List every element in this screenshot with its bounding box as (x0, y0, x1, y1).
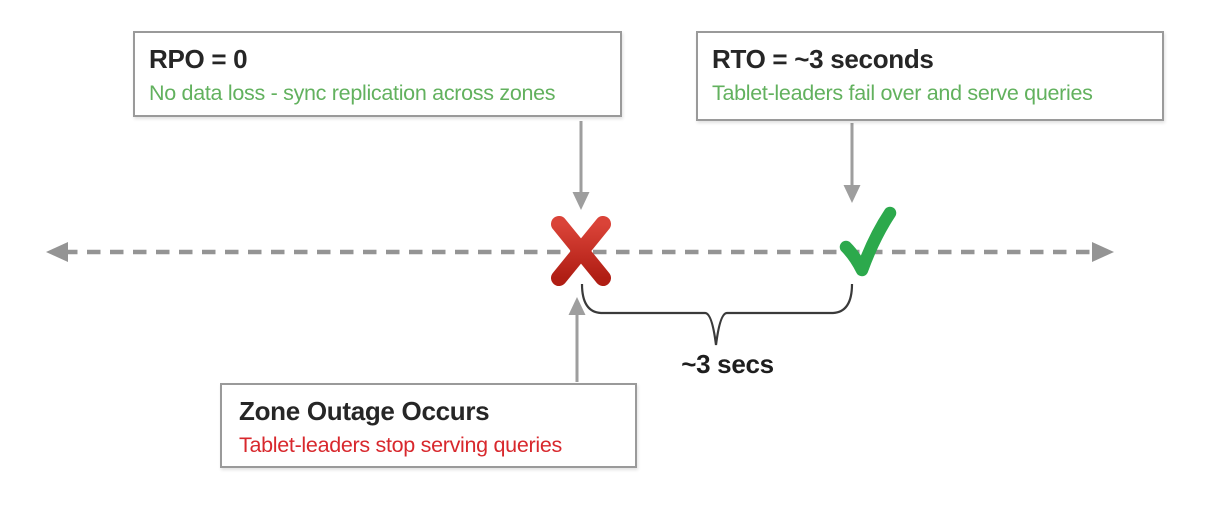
rpo-pointer-arrow (572, 121, 590, 210)
check-mark-icon (839, 206, 897, 277)
callout-rpo-subtitle: No data loss - sync replication across z… (149, 81, 556, 106)
outage-pointer-arrow (568, 297, 586, 382)
callout-outage-title: Zone Outage Occurs (239, 396, 490, 426)
rto-pointer-arrow (843, 123, 861, 203)
callout-rto: RTO = ~3 seconds Tablet-leaders fail ove… (696, 31, 1164, 121)
callout-rto-subtitle: Tablet-leaders fail over and serve queri… (712, 81, 1093, 106)
interval-label: ~3 secs (681, 349, 774, 379)
interval-brace (580, 283, 854, 346)
timeline-right-arrowhead-icon (1092, 242, 1114, 262)
x-mark-icon (551, 216, 611, 286)
callout-rpo-title: RPO = 0 (149, 44, 248, 74)
callout-rpo: RPO = 0 No data loss - sync replication … (133, 31, 622, 117)
callout-rto-title: RTO = ~3 seconds (712, 44, 934, 74)
timeline-left-arrowhead-icon (46, 242, 68, 262)
callout-outage-subtitle: Tablet-leaders stop serving queries (239, 433, 562, 458)
callout-outage: Zone Outage Occurs Tablet-leaders stop s… (220, 383, 637, 468)
